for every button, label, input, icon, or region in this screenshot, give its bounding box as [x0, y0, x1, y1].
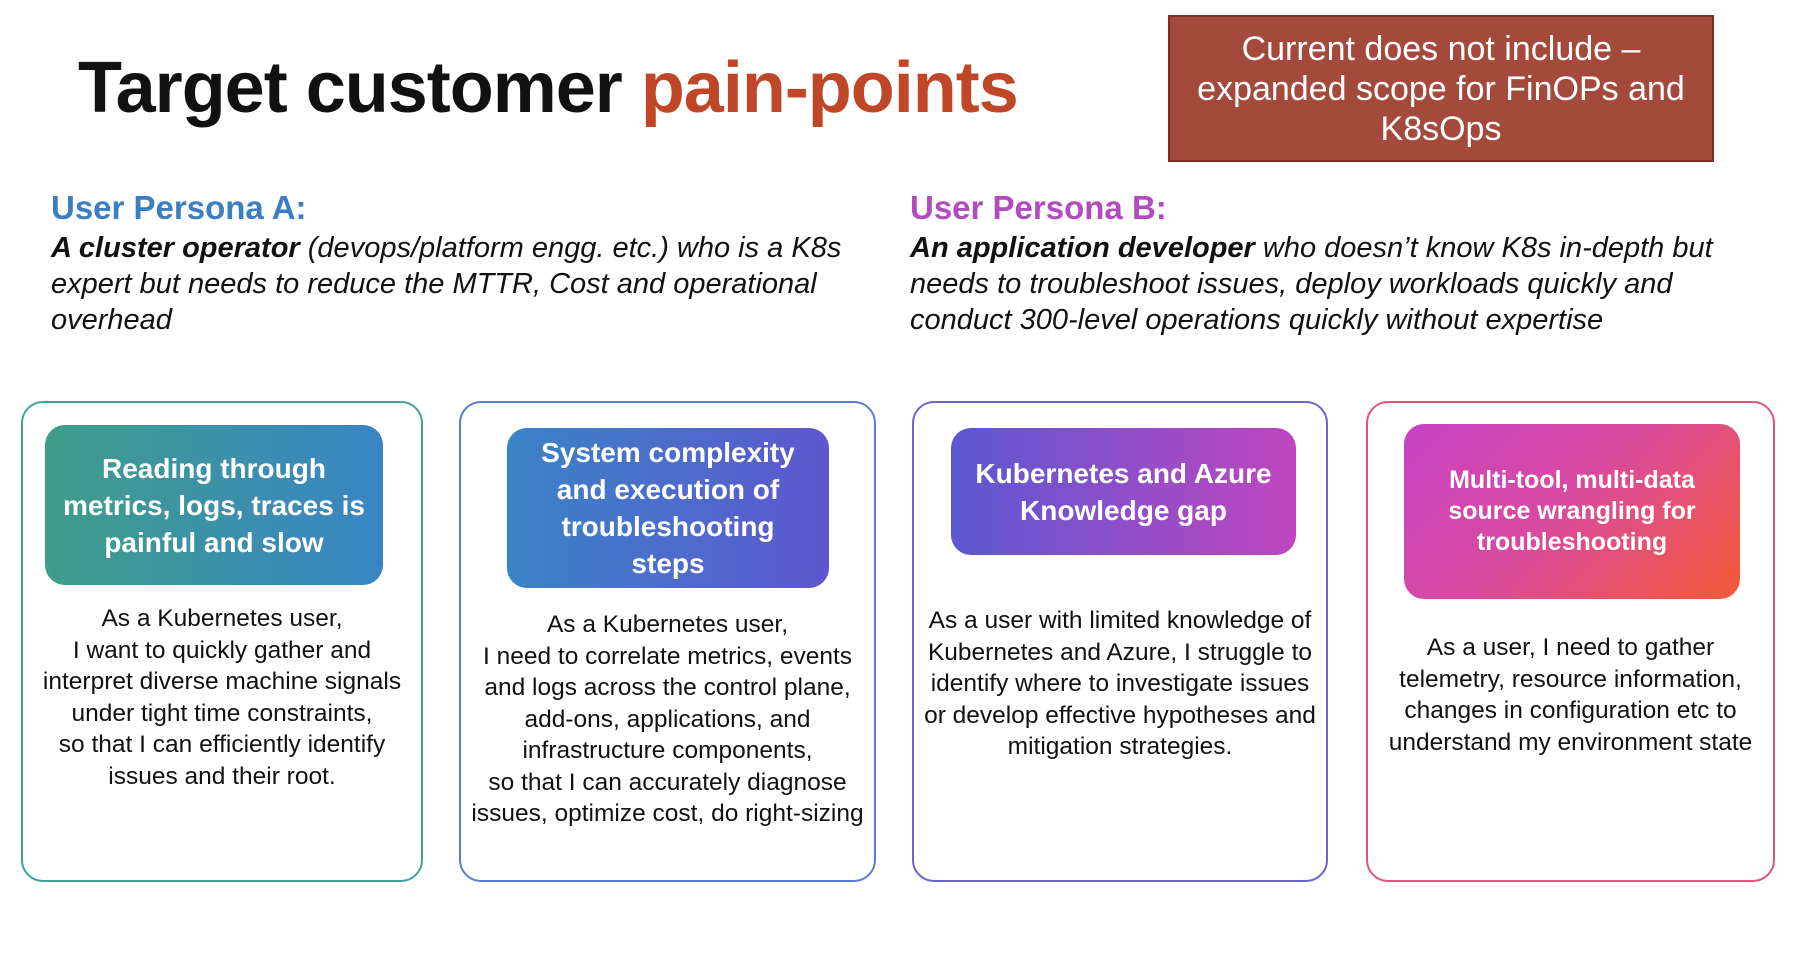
pain-point-card-metrics: Reading through metrics, logs, traces is… — [21, 401, 423, 882]
pain-point-header-text: Multi-tool, multi-data source wrangling … — [1448, 466, 1696, 556]
persona-a-detail: (devops/platform engg. etc.) who is a K8… — [51, 232, 842, 336]
pain-point-body-line: As a Kubernetes user, — [101, 605, 343, 632]
pain-point-body-line: so that I can accurately diagnose issues… — [471, 768, 864, 828]
pain-point-header: Kubernetes and Azure Knowledge gap — [951, 428, 1296, 555]
pain-point-body: As a Kubernetes user, I want to quickly g… — [31, 603, 413, 792]
persona-b-heading: User Persona B: — [910, 189, 1167, 226]
persona-b-detail: who doesn’t know K8s in-depth but needs … — [910, 232, 1713, 336]
pain-point-header: Reading through metrics, logs, traces is… — [45, 425, 383, 585]
persona-b-role: An application developer — [910, 232, 1255, 264]
scope-note-box: Current does not include – expanded scop… — [1168, 15, 1714, 162]
pain-point-header-text: System complexity and execution of troub… — [541, 437, 795, 579]
pain-point-body: As a Kubernetes user, I need to correlate… — [469, 609, 866, 830]
page-title: Target customer pain-points — [78, 52, 1019, 124]
pain-point-body: As a user, I need to gather telemetry, r… — [1388, 634, 1753, 756]
page-title-accent: pain-points — [640, 48, 1019, 128]
pain-point-body-line: so that I can efficiently identify issue… — [58, 731, 386, 790]
pain-point-card-knowledge-gap: Kubernetes and Azure Knowledge gap As a … — [912, 401, 1328, 882]
persona-b-description: An application developer who doesn’t kno… — [910, 230, 1770, 338]
persona-a-role: A cluster operator — [51, 232, 300, 264]
pain-point-body-line: I want to quickly gather and interpret d… — [42, 636, 402, 727]
scope-note-text: Current does not include – expanded scop… — [1197, 29, 1685, 148]
pain-point-body-line: As a Kubernetes user, — [546, 611, 789, 638]
persona-a: User Persona A: A cluster operator (devo… — [51, 188, 851, 338]
persona-a-description: A cluster operator (devops/platform engg… — [51, 230, 851, 338]
pain-point-card-complexity: System complexity and execution of troub… — [459, 401, 876, 882]
persona-a-heading: User Persona A: — [51, 189, 307, 226]
pain-point-body: As a user with limited knowledge of Kube… — [924, 607, 1316, 760]
pain-point-body-line: I need to correlate metrics, events and … — [482, 642, 853, 765]
page-title-main: Target customer — [78, 48, 641, 128]
pain-point-header: System complexity and execution of troub… — [507, 428, 829, 588]
persona-b: User Persona B: An application developer… — [910, 188, 1770, 338]
pain-point-header-text: Reading through metrics, logs, traces is… — [63, 452, 365, 558]
pain-point-card-multi-tool: Multi-tool, multi-data source wrangling … — [1366, 401, 1775, 882]
pain-point-header-text: Kubernetes and Azure Knowledge gap — [975, 457, 1272, 526]
pain-point-header: Multi-tool, multi-data source wrangling … — [1404, 424, 1740, 599]
